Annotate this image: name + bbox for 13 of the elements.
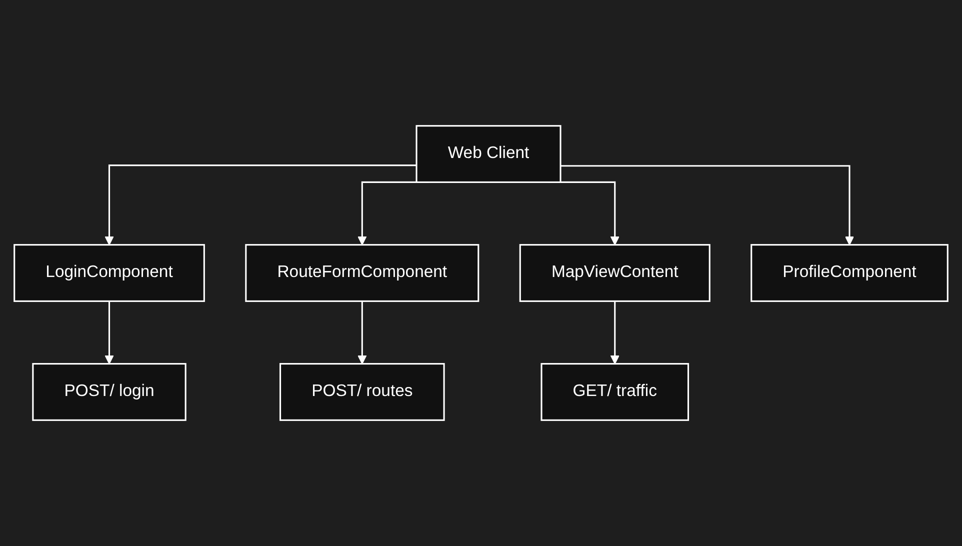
arrow <box>358 300 367 364</box>
node-box: RouteFormComponent <box>245 244 480 302</box>
node-box: POST/ routes <box>279 363 445 421</box>
arrow <box>104 300 114 364</box>
node-box: MapViewContent <box>519 244 710 302</box>
node-box: Web Client <box>416 125 562 183</box>
node-box: POST/ login <box>32 363 186 421</box>
arrow <box>560 165 854 246</box>
arrow <box>610 300 620 364</box>
node-box: GET/ traffic <box>540 363 690 421</box>
node-box: LoginComponent <box>14 244 205 302</box>
arrow <box>104 164 417 246</box>
node-box: ProfileComponent <box>750 244 948 302</box>
